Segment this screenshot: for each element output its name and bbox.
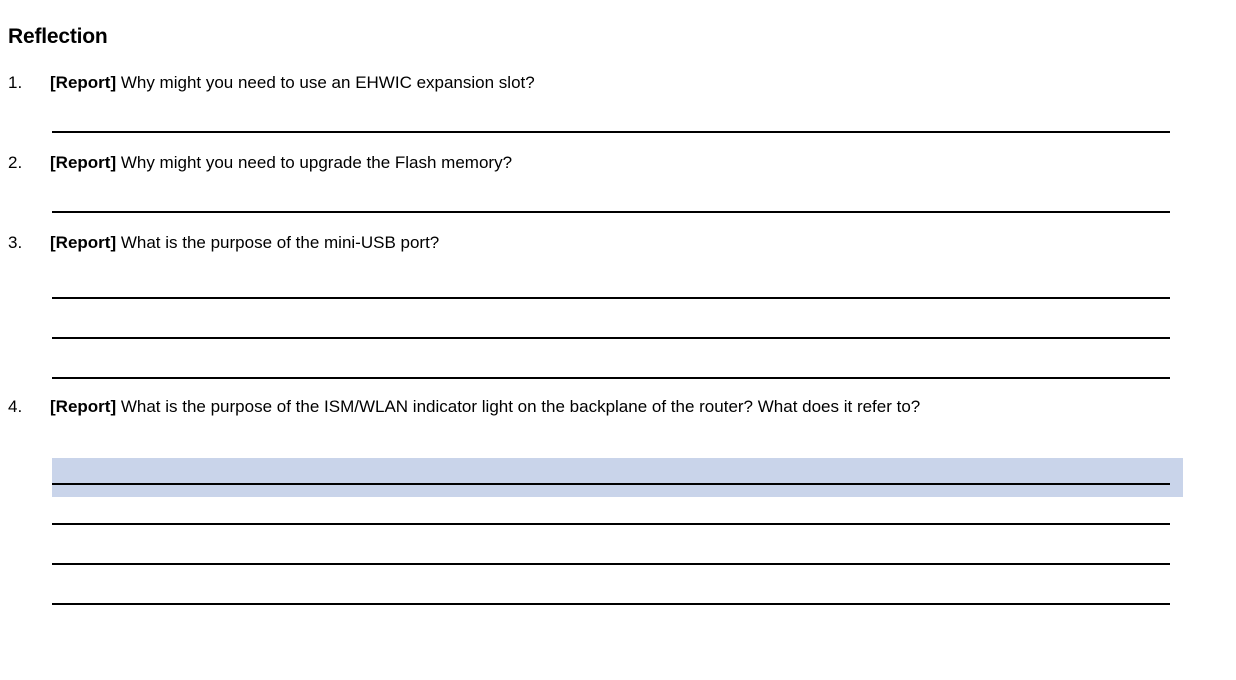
answer-line-3-2[interactable] [52, 337, 1170, 339]
answer-line-4-2[interactable] [52, 523, 1170, 525]
answer-line-4-3[interactable] [52, 563, 1170, 565]
question-item-4: 4. [Report] What is the purpose of the I… [8, 396, 1188, 418]
question-item-3: 3. [Report] What is the purpose of the m… [8, 232, 1188, 254]
question-number-2: 2. [8, 153, 23, 172]
answer-line-3-3[interactable] [52, 377, 1170, 379]
page-title: Reflection [8, 25, 108, 48]
report-tag-3: [Report] [50, 233, 117, 252]
answer-line-2-1[interactable] [52, 211, 1170, 213]
question-text-1: [Report] Why might you need to use an EH… [50, 72, 1188, 94]
question-text-3: [Report] What is the purpose of the mini… [50, 232, 1188, 254]
answer-line-3-1[interactable] [52, 297, 1170, 299]
answer-line-4-4[interactable] [52, 603, 1170, 605]
report-tag-2: [Report] [50, 153, 117, 172]
question-body-3: What is the purpose of the mini-USB port… [116, 233, 440, 252]
question-number-4: 4. [8, 397, 23, 416]
question-item-2: 2. [Report] Why might you need to upgrad… [8, 152, 1188, 174]
answer-line-4-1[interactable] [52, 483, 1170, 485]
selection-highlight [52, 458, 1183, 497]
question-text-2: [Report] Why might you need to upgrade t… [50, 152, 1188, 174]
question-body-1: Why might you need to use an EHWIC expan… [116, 73, 535, 92]
question-text-4: [Report] What is the purpose of the ISM/… [50, 396, 1188, 418]
question-number-1: 1. [8, 73, 23, 92]
question-number-3: 3. [8, 233, 23, 252]
report-tag-4: [Report] [50, 397, 117, 416]
question-item-1: 1. [Report] Why might you need to use an… [8, 72, 1188, 94]
question-body-2: Why might you need to upgrade the Flash … [116, 153, 513, 172]
report-tag-1: [Report] [50, 73, 117, 92]
answer-line-1-1[interactable] [52, 131, 1170, 133]
question-body-4: What is the purpose of the ISM/WLAN indi… [116, 397, 921, 416]
